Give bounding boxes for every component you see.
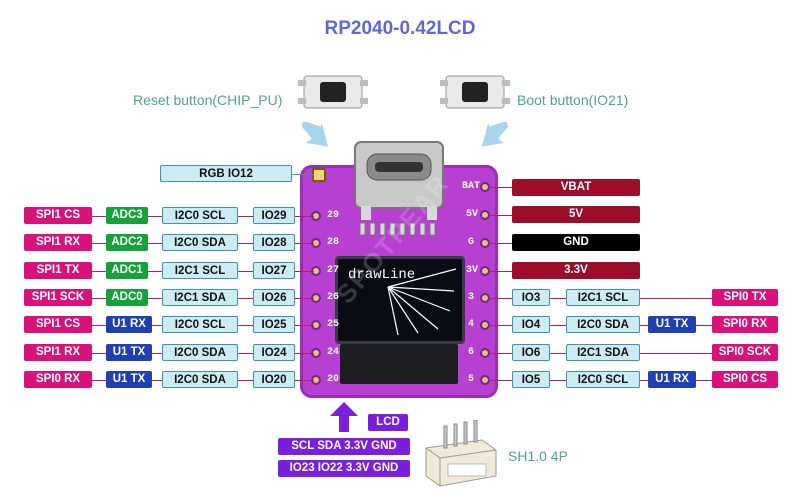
right-i2c-label: I2C0 SCL xyxy=(566,371,640,388)
silk-right-8: 5 xyxy=(468,374,475,385)
connector-caption: SH1.0 4P xyxy=(508,448,568,464)
left-i2c-label: I2C0 SCL xyxy=(162,207,238,224)
diagram-title: RP2040-0.42LCD xyxy=(324,18,476,39)
left-io-label: IO29 xyxy=(253,207,295,224)
right-io-label: IO6 xyxy=(512,344,550,361)
left-i2c-label: I2C0 SDA xyxy=(162,371,238,388)
silk-left-1: 29 xyxy=(327,210,340,221)
lcd-pins-line1: SCL SDA 3.3V GND xyxy=(278,438,410,455)
right-spi-label: SPI0 CS xyxy=(712,371,778,388)
silk-left-6: 24 xyxy=(327,347,340,358)
right-spi-label: SPI0 SCK xyxy=(712,344,778,361)
right-uart-label: U1 TX xyxy=(648,316,696,333)
silk-left-7: 20 xyxy=(327,374,340,385)
silk-right-4: 3V xyxy=(466,265,479,276)
rgb-line xyxy=(292,174,314,175)
silk-right-3: G xyxy=(468,237,475,248)
power-label-vbat: VBAT xyxy=(512,179,640,196)
boot-button-caption: Boot button(IO21) xyxy=(517,92,629,108)
left-alt-label: ADC1 xyxy=(106,262,148,279)
left-i2c-label: I2C1 SCL xyxy=(162,262,238,279)
left-spi-label: SPI1 SCK xyxy=(24,289,92,306)
silk-left-2: 28 xyxy=(327,237,340,248)
left-alt-label: U1 TX xyxy=(106,344,152,361)
left-alt-label: ADC3 xyxy=(106,207,148,224)
silk-right-2: 5V xyxy=(466,209,479,220)
reset-button-caption: Reset button(CHIP_PU) xyxy=(133,92,283,108)
screen-flex xyxy=(340,344,458,384)
left-i2c-label: I2C0 SCL xyxy=(162,316,238,333)
left-io-label: IO27 xyxy=(253,262,295,279)
silk-left-3: 27 xyxy=(327,265,340,276)
right-io-label: IO3 xyxy=(512,289,550,306)
power-label-gnd: GND xyxy=(512,234,640,251)
power-label-3v3: 3.3V xyxy=(512,262,640,279)
rgb-led xyxy=(312,168,326,182)
silk-right-1: BAT xyxy=(462,181,481,192)
reset-arrow-icon xyxy=(296,120,336,156)
left-alt-label: ADC2 xyxy=(106,234,148,251)
usb-c-connector xyxy=(353,140,445,222)
rgb-io12-label: RGB IO12 xyxy=(160,165,292,182)
left-alt-label: ADC0 xyxy=(106,289,148,306)
left-io-label: IO28 xyxy=(253,234,295,251)
boot-button-image xyxy=(440,68,510,116)
screen-text: drawLine xyxy=(348,267,416,283)
left-spi-label: SPI1 CS xyxy=(24,316,92,333)
left-alt-label: U1 RX xyxy=(106,316,152,333)
right-i2c-label: I2C1 SCL xyxy=(566,289,640,306)
silk-left-5: 25 xyxy=(327,319,340,330)
left-io-label: IO20 xyxy=(253,371,295,388)
left-io-label: IO25 xyxy=(253,316,295,333)
sh1-connector-image xyxy=(420,419,500,492)
lcd-label: LCD xyxy=(368,414,408,431)
right-i2c-label: I2C1 SDA xyxy=(566,344,640,361)
boot-arrow-icon xyxy=(474,120,514,156)
silk-right-6: 4 xyxy=(468,319,475,330)
oled-screen: drawLine xyxy=(335,256,465,344)
lcd-pins-line2: IO23 IO22 3.3V GND xyxy=(278,460,410,477)
left-i2c-label: I2C1 SDA xyxy=(162,289,238,306)
lcd-up-arrow-icon xyxy=(330,402,358,432)
right-spi-label: SPI0 RX xyxy=(712,316,778,333)
power-label-5v: 5V xyxy=(512,206,640,223)
left-spi-label: SPI1 RX xyxy=(24,234,92,251)
left-spi-label: SPI0 RX xyxy=(24,371,92,388)
right-spi-label: SPI0 TX xyxy=(712,289,778,306)
left-io-label: IO26 xyxy=(253,289,295,306)
left-i2c-label: I2C0 SDA xyxy=(162,234,238,251)
usb-pins xyxy=(358,222,442,238)
silk-left-4: 26 xyxy=(327,292,340,303)
power-row-line xyxy=(488,271,512,272)
power-row-line xyxy=(488,187,512,188)
left-i2c-label: I2C0 SDA xyxy=(162,344,238,361)
right-i2c-label: I2C0 SDA xyxy=(566,316,640,333)
right-uart-label: U1 RX xyxy=(648,371,696,388)
left-spi-label: SPI1 TX xyxy=(24,262,92,279)
reset-button-image xyxy=(298,68,368,116)
power-row-line xyxy=(488,215,512,216)
left-spi-label: SPI1 RX xyxy=(24,344,92,361)
right-io-label: IO5 xyxy=(512,371,550,388)
silk-right-7: 6 xyxy=(468,347,475,358)
power-row-line xyxy=(488,243,512,244)
left-io-label: IO24 xyxy=(253,344,295,361)
left-spi-label: SPI1 CS xyxy=(24,207,92,224)
left-alt-label: U1 TX xyxy=(106,371,152,388)
silk-right-5: 3 xyxy=(468,292,475,303)
right-io-label: IO4 xyxy=(512,316,550,333)
